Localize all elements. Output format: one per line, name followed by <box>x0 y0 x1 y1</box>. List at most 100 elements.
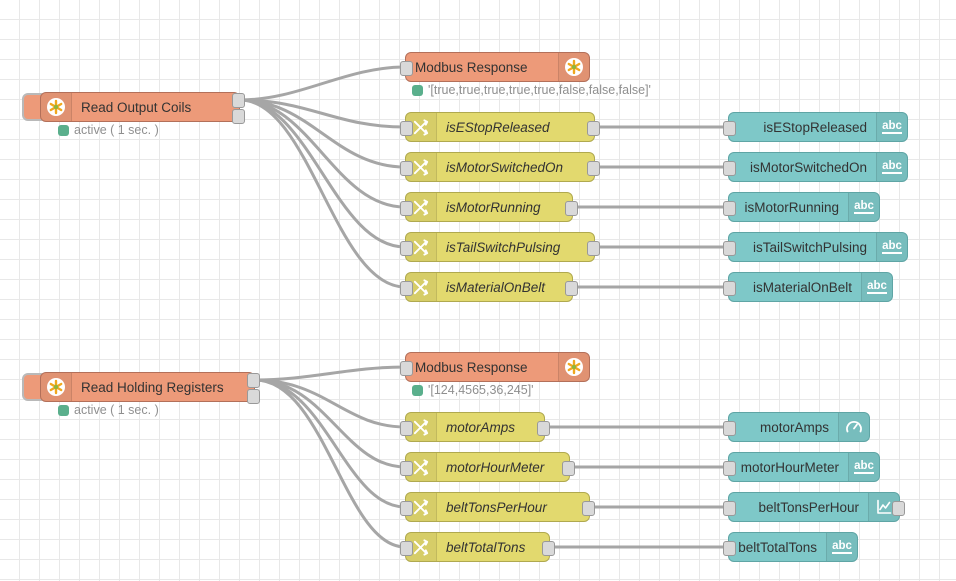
modbus-flower-icon <box>41 93 72 121</box>
node-label: Modbus Response <box>415 59 528 75</box>
abc-text-icon: abc <box>826 533 857 561</box>
node-ui-ismaterialonbelt[interactable]: isMaterialOnBelt abc <box>723 272 893 302</box>
input-port[interactable] <box>723 161 736 176</box>
output-port-2[interactable] <box>247 389 260 404</box>
node-change-ismotorrunning[interactable]: isMotorRunning <box>400 192 578 222</box>
node-label: isEStopReleased <box>446 119 550 135</box>
node-ui-istailswitchpulsing[interactable]: isTailSwitchPulsing abc <box>723 232 908 262</box>
output-port[interactable] <box>565 281 578 296</box>
node-change-motorhourmeter[interactable]: motorHourMeter <box>400 452 575 482</box>
modbus-flower-icon <box>558 353 589 381</box>
node-label: isEStopReleased <box>763 119 867 135</box>
node-inject-read-output-coils[interactable]: Read Output Coils <box>40 92 245 124</box>
input-port[interactable] <box>400 461 413 476</box>
input-port[interactable] <box>723 421 736 436</box>
node-label: isMaterialOnBelt <box>446 279 546 295</box>
abc-text-icon: abc <box>876 113 907 141</box>
output-port[interactable] <box>562 461 575 476</box>
node-ui-belttonsperhour[interactable]: beltTonsPerHour <box>723 492 905 522</box>
input-port[interactable] <box>400 501 413 516</box>
input-port[interactable] <box>400 161 413 176</box>
input-port[interactable] <box>723 241 736 256</box>
input-port[interactable] <box>400 121 413 136</box>
abc-text-icon: abc <box>876 233 907 261</box>
green-square-icon <box>412 384 423 396</box>
node-change-ismotorswitchedon[interactable]: isMotorSwitchedOn <box>400 152 600 182</box>
node-modbus-response-coils[interactable]: Modbus Response <box>400 52 590 82</box>
output-port-1[interactable] <box>232 93 245 108</box>
input-port[interactable] <box>400 241 413 256</box>
input-port[interactable] <box>400 281 413 296</box>
output-port-2[interactable] <box>232 109 245 124</box>
node-change-ismaterialonbelt[interactable]: isMaterialOnBelt <box>400 272 578 302</box>
node-label: isMotorSwitchedOn <box>446 159 564 175</box>
abc-text-icon: abc <box>876 153 907 181</box>
input-port[interactable] <box>400 421 413 436</box>
node-ui-ismotorswitchedon[interactable]: isMotorSwitchedOn abc <box>723 152 908 182</box>
node-change-belttotaltons[interactable]: beltTotalTons <box>400 532 555 562</box>
green-square-icon <box>58 124 69 136</box>
node-label: Modbus Response <box>415 359 528 375</box>
output-port-1[interactable] <box>247 373 260 388</box>
node-status-read-holding-registers: active ( 1 sec. ) <box>58 403 159 417</box>
node-status-read-output-coils: active ( 1 sec. ) <box>58 123 159 137</box>
input-port[interactable] <box>400 201 413 216</box>
node-change-isestopreleased[interactable]: isEStopReleased <box>400 112 600 142</box>
node-label: motorHourMeter <box>740 459 839 475</box>
status-text: '[124,4565,36,245]' <box>428 383 534 397</box>
node-label: beltTotalTons <box>738 539 817 555</box>
node-ui-motorhourmeter[interactable]: motorHourMeter abc <box>723 452 880 482</box>
node-ui-motoramps[interactable]: motorAmps <box>723 412 870 442</box>
change-node-icon <box>406 113 437 141</box>
node-label: isTailSwitchPulsing <box>446 239 561 255</box>
green-square-icon <box>412 84 423 96</box>
abc-text-icon: abc <box>848 193 879 221</box>
abc-text-icon: abc <box>848 453 879 481</box>
output-port[interactable] <box>587 241 600 256</box>
output-port[interactable] <box>587 121 600 136</box>
node-status-modbus-response-coils: '[true,true,true,true,true,false,false,f… <box>412 83 651 97</box>
input-port[interactable] <box>400 61 413 76</box>
status-text: '[true,true,true,true,true,false,false,f… <box>428 83 651 97</box>
abc-text-icon: abc <box>861 273 892 301</box>
node-inject-read-holding-registers[interactable]: Read Holding Registers <box>40 372 260 404</box>
input-port[interactable] <box>723 541 736 556</box>
gauge-icon <box>838 413 869 441</box>
node-modbus-response-registers[interactable]: Modbus Response <box>400 352 590 382</box>
output-port[interactable] <box>542 541 555 556</box>
input-port[interactable] <box>723 201 736 216</box>
status-text: active ( 1 sec. ) <box>74 403 159 417</box>
change-node-icon <box>406 153 437 181</box>
node-status-modbus-response-registers: '[124,4565,36,245]' <box>412 383 534 397</box>
input-port[interactable] <box>400 361 413 376</box>
node-label: beltTonsPerHour <box>758 499 859 515</box>
change-node-icon <box>406 273 437 301</box>
node-change-istailswitchpulsing[interactable]: isTailSwitchPulsing <box>400 232 600 262</box>
node-label: beltTotalTons <box>446 539 526 555</box>
node-label: isMotorSwitchedOn <box>749 159 867 175</box>
input-port[interactable] <box>723 461 736 476</box>
output-port[interactable] <box>537 421 550 436</box>
status-text: active ( 1 sec. ) <box>74 123 159 137</box>
green-square-icon <box>58 404 69 416</box>
node-label: beltTonsPerHour <box>446 499 547 515</box>
output-port[interactable] <box>892 501 905 516</box>
node-ui-isestopreleased[interactable]: isEStopReleased abc <box>723 112 908 142</box>
node-label: motorAmps <box>446 419 516 435</box>
input-port[interactable] <box>400 541 413 556</box>
node-change-belttonsperhour[interactable]: beltTonsPerHour <box>400 492 595 522</box>
node-ui-ismotorrunning[interactable]: isMotorRunning abc <box>723 192 880 222</box>
node-label: Read Output Coils <box>81 99 192 115</box>
output-port[interactable] <box>587 161 600 176</box>
node-change-motoramps[interactable]: motorAmps <box>400 412 550 442</box>
modbus-flower-icon <box>558 53 589 81</box>
output-port[interactable] <box>582 501 595 516</box>
input-port[interactable] <box>723 281 736 296</box>
output-port[interactable] <box>565 201 578 216</box>
input-port[interactable] <box>723 121 736 136</box>
change-node-icon <box>406 193 437 221</box>
modbus-flower-icon <box>41 373 72 401</box>
input-port[interactable] <box>723 501 736 516</box>
node-ui-belttotaltons[interactable]: beltTotalTons abc <box>723 532 858 562</box>
